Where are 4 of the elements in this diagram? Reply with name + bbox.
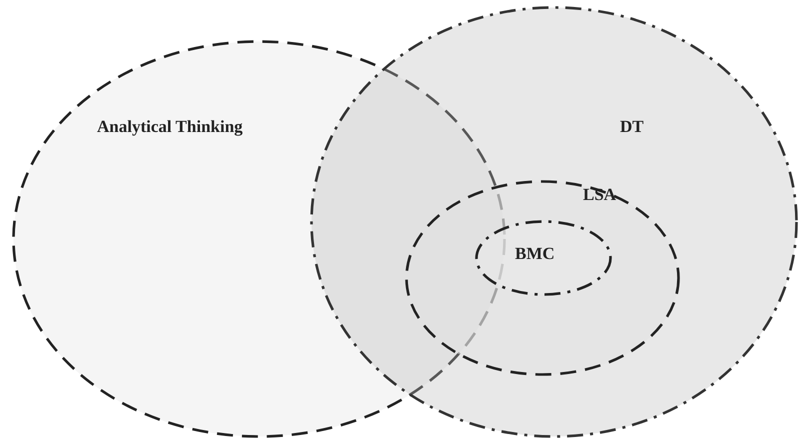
set-label: Analytical Thinking: [97, 117, 243, 137]
set-label: LSA: [583, 185, 616, 205]
set-label: BMC: [515, 244, 555, 264]
set-label: DT: [620, 117, 644, 137]
